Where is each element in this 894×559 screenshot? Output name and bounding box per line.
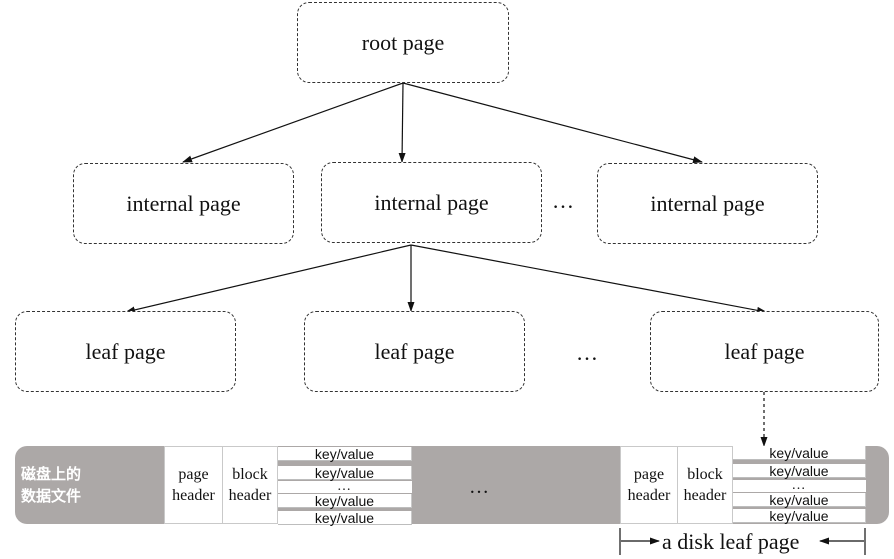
key-value-row: key/value <box>733 445 866 461</box>
internal-page-label: internal page <box>650 190 765 216</box>
root-page-label: root page <box>361 29 445 55</box>
page-header-cell: page header <box>620 446 678 524</box>
edge-root-internal-1 <box>182 82 404 163</box>
key-value-row: key/value <box>733 508 866 524</box>
page-header-cell: page header <box>164 446 223 524</box>
disk-leaf-page-caption: a disk leaf page <box>662 529 800 554</box>
key-value-row: key/value <box>278 493 412 509</box>
edge-root-internal-3 <box>402 82 703 164</box>
key-value-row: key/value <box>278 446 412 462</box>
internal-page-node-2: internal page <box>321 162 542 243</box>
disk-label-line-2: 数据文件 <box>21 487 82 505</box>
key-value-row: key/value <box>278 510 412 526</box>
internal-page-node-1: internal page <box>73 163 294 244</box>
leaf-page-node-3: leaf page <box>650 311 879 392</box>
key-value-row: key/value <box>278 465 412 481</box>
key-value-row: key/value <box>733 492 866 508</box>
disk-label-line-1: 磁盘上的 <box>21 465 82 483</box>
leaf-page-label: leaf page <box>85 338 166 364</box>
leaf-page-node-2: leaf page <box>304 311 525 392</box>
internal-ellipsis: … <box>552 188 576 213</box>
edge-internal-leaf-1 <box>125 244 412 314</box>
edge-internal-leaf-3 <box>410 244 767 314</box>
edge-root-internal-2 <box>398 82 406 163</box>
block-header-cell: block header <box>222 446 278 524</box>
block-header-cell: block header <box>677 446 733 524</box>
leaf-page-node-1: leaf page <box>15 311 236 392</box>
disk-middle-ellipsis: … <box>469 476 491 498</box>
internal-page-label: internal page <box>126 190 241 216</box>
internal-page-label: internal page <box>374 189 489 215</box>
internal-page-node-3: internal page <box>597 163 818 244</box>
key-value-row: key/value <box>733 463 866 479</box>
leaf-page-label: leaf page <box>374 338 455 364</box>
leaf-page-label: leaf page <box>724 338 805 364</box>
disk-data-file-label: 磁盘上的 数据文件 <box>21 463 131 507</box>
root-page-node: root page <box>297 2 509 83</box>
leaf-ellipsis: … <box>576 340 600 365</box>
key-value-ellipsis: … <box>733 478 866 493</box>
key-value-ellipsis: … <box>278 479 412 494</box>
